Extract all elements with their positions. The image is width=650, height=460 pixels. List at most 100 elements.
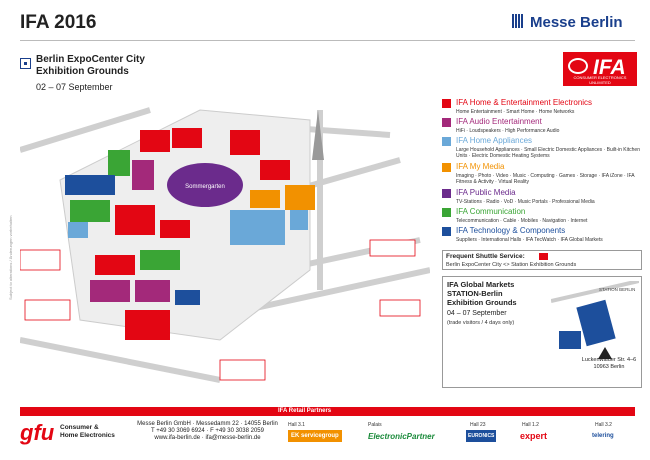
info-tag [219,359,266,381]
hall-block [260,160,290,180]
info-tag [369,239,416,257]
info-tags [20,239,421,381]
retail-partners-bar: IFA Retail Partners [20,407,635,416]
legend-desc: Imaging · Photo · Video · Music · Comput… [456,173,635,185]
hall-block [95,255,135,275]
hall-block [70,200,110,222]
partner-euronics-logo: EURONICS [466,430,497,442]
contact-address: Messe Berlin GmbH · Messedamm 22 · 14055… [135,421,280,442]
hall-block [230,130,260,155]
partner-ek-logo: EK servicegroup [288,430,342,442]
ifa-logo-tagline: CONSUMER ELECTRONICS UNLIMITED [573,75,627,85]
legend-desc: Home Entertainment · Smart Home · Home N… [456,109,575,115]
hall-block [132,160,154,190]
legend-title: IFA Public Media [456,188,516,197]
station-heading-2: STATION-Berlin [447,289,503,298]
legend-desc: TV-Stations · Radio · VoD · Music Portal… [456,199,595,205]
location-title-line1: Berlin ExpoCenter City [36,54,145,65]
gfu-subtitle-line1: Consumer & [60,424,99,431]
address-line1: Messe Berlin GmbH · Messedamm 22 · 14055… [137,421,278,427]
hall-block [108,150,130,176]
brand-name: Messe Berlin [530,14,623,31]
gfu-subtitle: Consumer & Home Electronics [60,424,115,440]
legend-title: IFA Communication [456,207,526,216]
station-heading-1: IFA Global Markets [447,280,515,289]
hall-block [230,210,285,245]
hall-block [65,175,115,195]
legend-title: IFA Home & Entertainment Electronics [456,98,593,107]
station-heading: IFA Global Markets STATION-Berlin Exhibi… [447,280,557,307]
info-tag [20,249,61,271]
address-line3[interactable]: www.ifa-berlin.de · ifa@messe-berlin.de [154,435,261,441]
partner-telering-logo: telering [592,433,614,439]
partner-electronicpartner-logo: ElectronicPartner [368,431,435,441]
station-dates: 04 – 07 September [447,310,507,317]
legend-swatch [442,189,451,198]
legend-title: IFA Home Appliances [456,136,533,145]
shuttle-route: Berlin ExpoCenter City <> Station Exhibi… [446,262,577,268]
station-address: Luckenwalder Str. 4–6 10963 Berlin [579,357,639,371]
legend-title: IFA Audio Entertainment [456,117,542,126]
legend-swatch [442,99,451,108]
station-berlin-icon [598,347,612,359]
hall-block [175,290,200,305]
legend-desc: Telecommunication · Cable · Mobiles · Na… [456,218,588,224]
hall-block [68,222,88,238]
station-heading-3: Exhibition Grounds [447,298,517,307]
station-address-line2: 10963 Berlin [593,364,625,370]
station-map-title: STATION BERLIN [599,287,635,292]
messe-berlin-logo-icon [512,14,526,28]
legend-desc: Suppliers · International Halls · IFA Te… [456,237,603,243]
exhibition-map: Sommergarten [20,107,430,383]
hall-block [160,220,190,238]
location-icon [20,58,31,69]
info-tag [379,299,421,317]
station-address-line1: Luckenwalder Str. 4–6 [581,357,637,363]
legend-desc: HiFi · Loudspeakers · High Performance A… [456,128,560,134]
location-title: Berlin ExpoCenter City Exhibition Ground… [36,54,145,78]
page-title: IFA 2016 [20,12,97,33]
station-box: IFA Global Markets STATION-Berlin Exhibi… [442,276,642,388]
header-divider [20,40,635,41]
station-hall-block [559,331,581,349]
location-title-line2: Exhibition Grounds [36,66,129,77]
partner-hall-label: Hall 1.2 [522,422,539,428]
hall-block [290,210,308,230]
hall-block [90,280,130,302]
hall-block [250,190,280,208]
bus-icon [539,253,548,260]
shuttle-heading: Frequent Shuttle Service: [446,253,525,260]
globe-icon [568,58,588,74]
gfu-subtitle-line2: Home Electronics [60,432,115,439]
info-tag [24,299,71,321]
hall-block [115,205,155,235]
hall-block [135,280,170,302]
partner-hall-label: Hall 3.2 [595,422,612,428]
shuttle-box: Frequent Shuttle Service: Berlin ExpoCen… [442,250,642,270]
partner-hall-label: Hall 3.1 [288,422,305,428]
station-note: (trade visitors / 4 days only) [447,320,515,326]
legend-swatch [442,137,451,146]
hall-block [285,185,315,210]
address-line2: T +49 30 3069 6924 · F +49 30 3038 2059 [151,428,264,434]
event-dates: 02 – 07 September [36,82,113,92]
station-hall-block [576,299,616,347]
halls [65,128,315,340]
summer-garden-label: Sommergarten [185,184,225,190]
summer-garden [167,163,243,207]
legend-swatch [442,118,451,127]
partner-hall-label: Hall 23 [470,422,486,428]
map-side-note: Subject to alterations / Änderungen vorb… [8,215,13,300]
legend-title: IFA My Media [456,162,505,171]
retail-partners-label: IFA Retail Partners [278,408,332,414]
partner-expert-logo: expert [520,431,548,441]
legend-swatch [442,163,451,172]
hall-block [125,310,170,340]
partner-hall-label: Palais [368,422,382,428]
legend-swatch [442,208,451,217]
hall-block [140,130,170,152]
legend-desc: Large Household Appliances · Small Elect… [456,147,640,159]
legend-title: IFA Technology & Components [456,226,566,235]
ifa-logo: IFA CONSUMER ELECTRONICS UNLIMITED [563,52,637,86]
radio-tower-icon [312,110,324,160]
